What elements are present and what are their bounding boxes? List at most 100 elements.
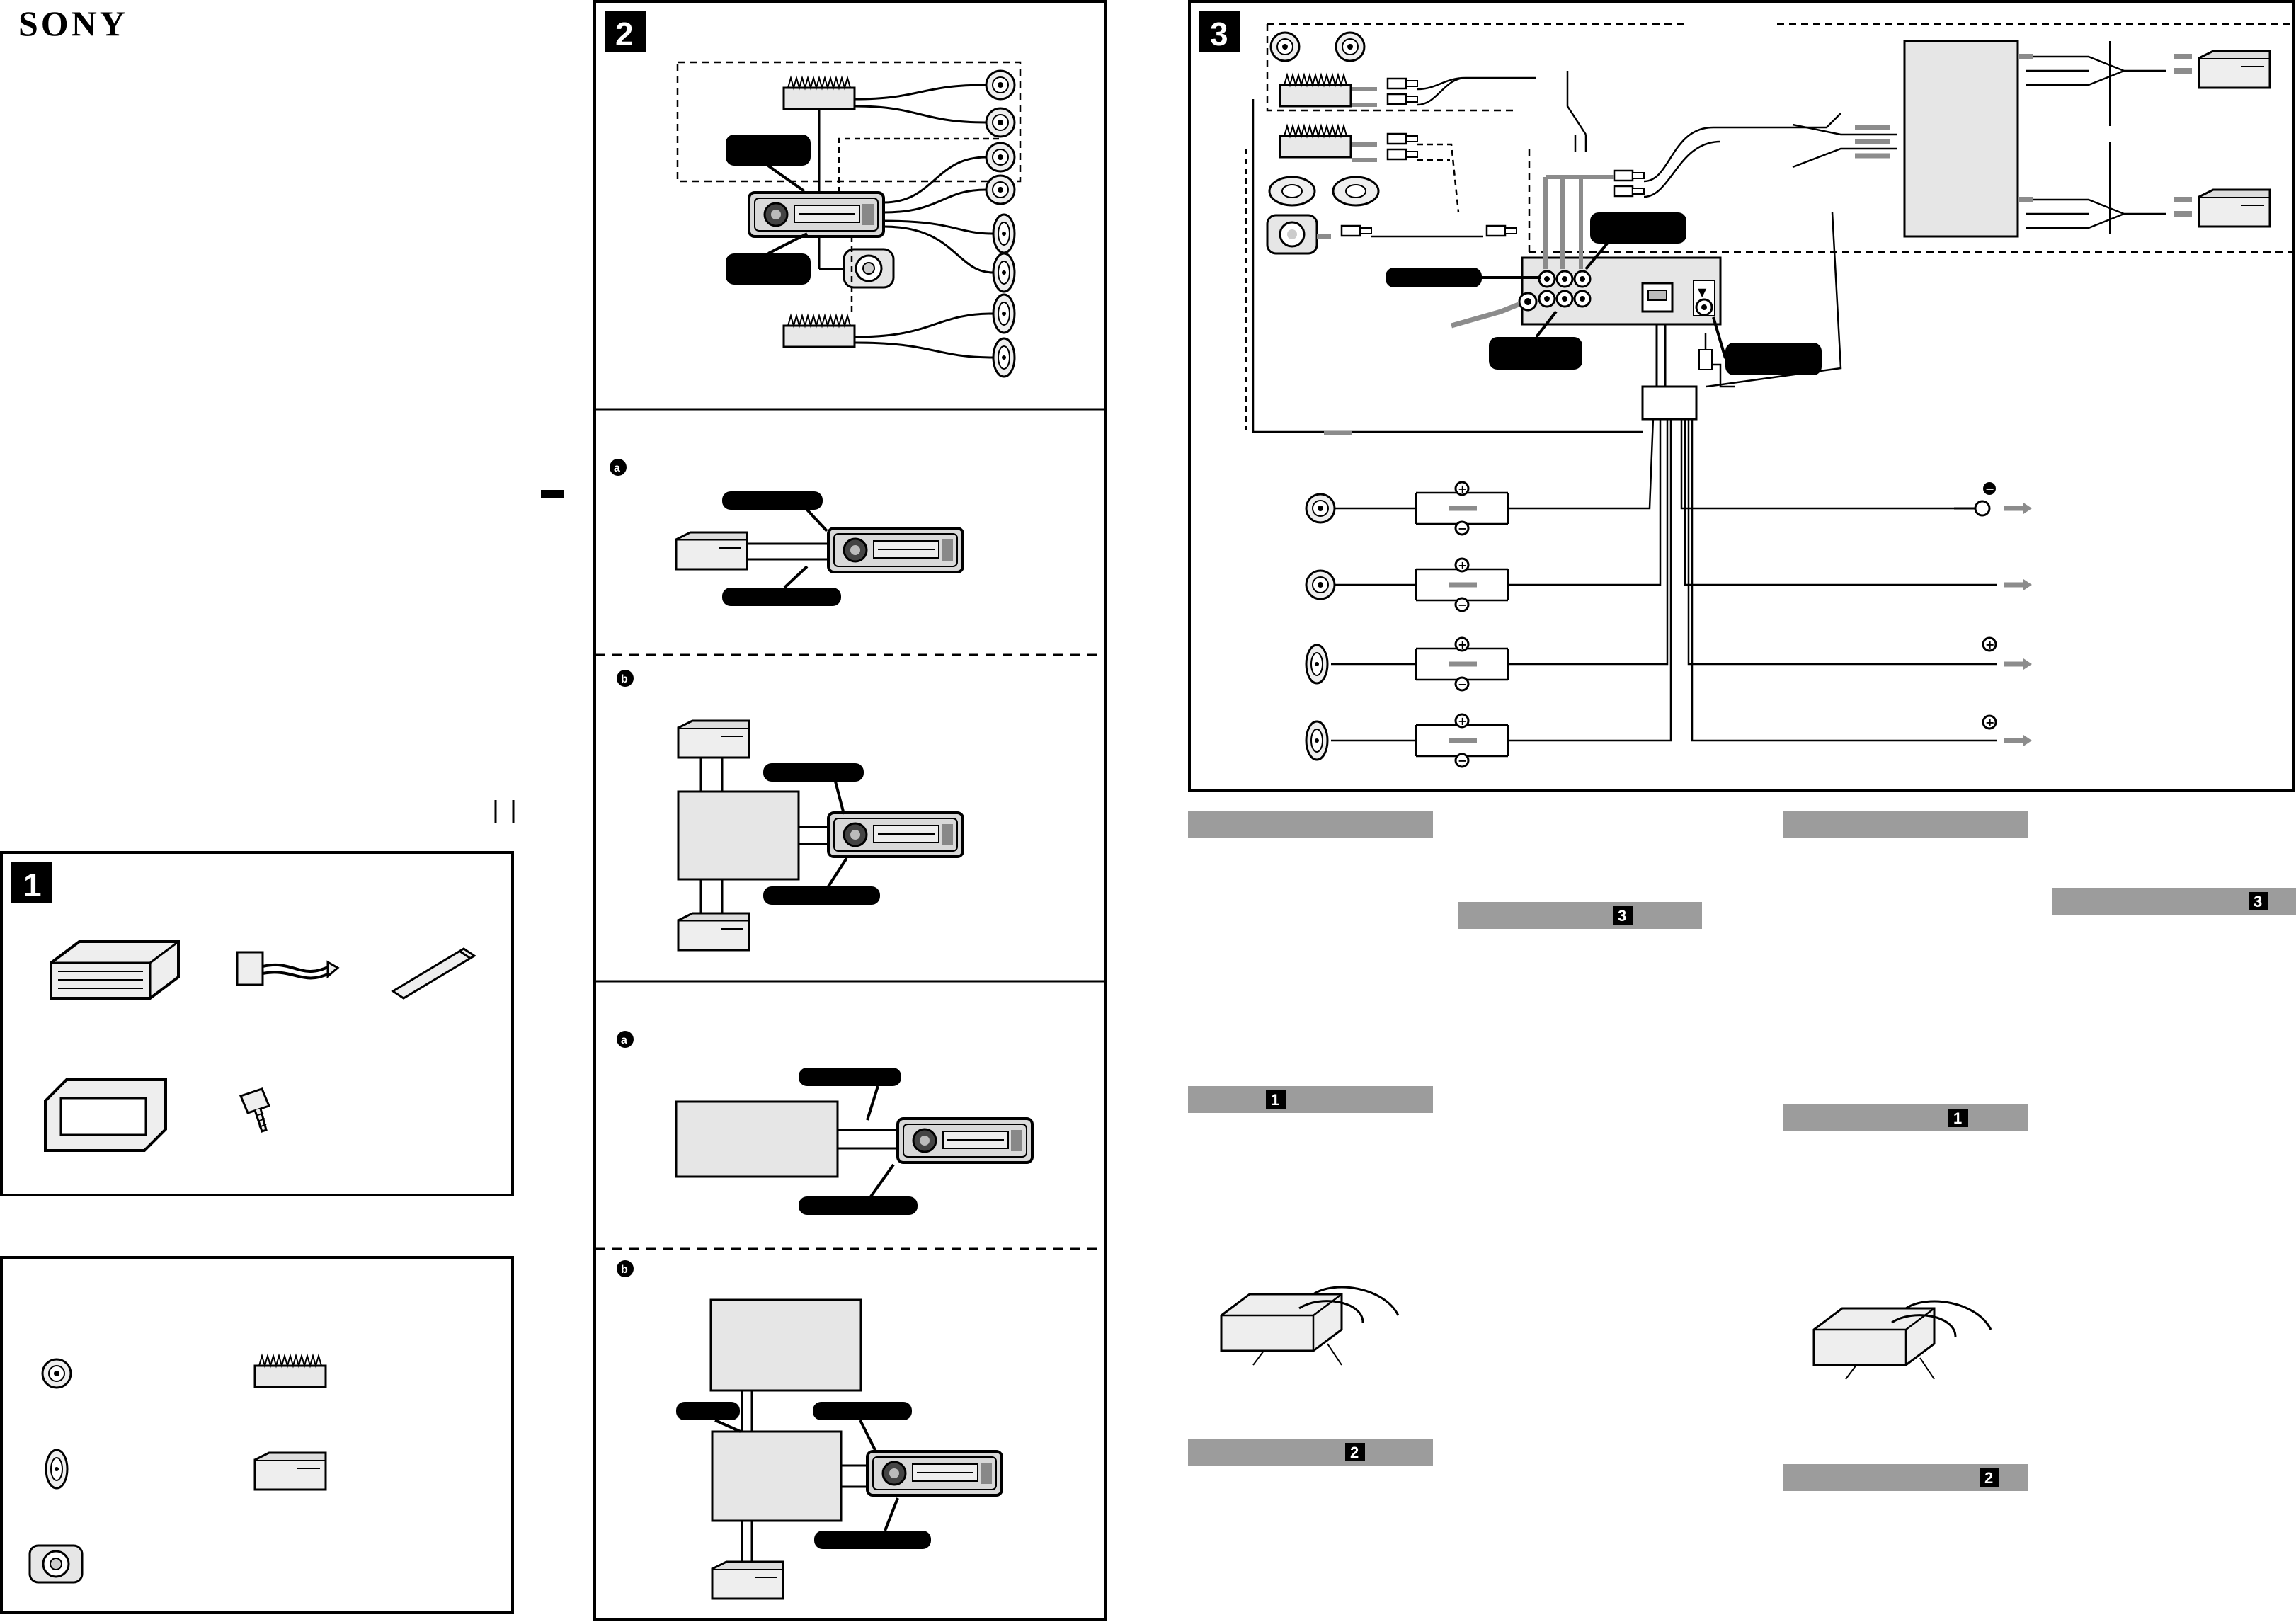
- p3-amp-1-icon: [1279, 74, 1352, 108]
- callout-2b-bottom: [763, 886, 880, 905]
- row4-oval-speaker-icon: [1305, 720, 1329, 761]
- plus-sign-4: +: [1458, 714, 1467, 728]
- callout-3b-left: [676, 1402, 740, 1420]
- legend-amplifier-icon: [253, 1354, 327, 1388]
- p3-tweeter-left-icon: [1268, 176, 1316, 207]
- callout-3b-top: [813, 1402, 912, 1420]
- legend-oval-speaker-icon: [45, 1449, 69, 1490]
- header-bar-col1-b: [1188, 1086, 1433, 1113]
- plus-sign-power-2: +: [1985, 716, 1994, 729]
- head-unit-icon: [748, 191, 885, 238]
- section-badge-5: 1: [1953, 1109, 1962, 1127]
- row2-speaker-icon: [1305, 569, 1336, 600]
- rca-plug-5-icon: [1340, 224, 1373, 237]
- cd-changer-3b-icon: [711, 1560, 784, 1600]
- panel-1-parts: 1: [0, 851, 514, 1196]
- header-bar-col2-a: [1458, 902, 1702, 929]
- component-legend: [0, 1256, 514, 1614]
- sub-out-jack-icon: [1518, 292, 1538, 312]
- p3-speaker-2-icon: [1335, 31, 1366, 62]
- line-out-jack-1-icon: [1538, 270, 1556, 288]
- legend-subwoofer-icon: [28, 1544, 84, 1584]
- subdiagram-2b: b: [617, 670, 964, 952]
- rear-oval-2-icon: [992, 337, 1016, 378]
- minus-sign-1: −: [1458, 522, 1467, 535]
- head-unit-2b-icon: [827, 811, 964, 858]
- section-header-bars: 3 1 2 3 1 2: [1188, 811, 2296, 1491]
- head-unit-rear: [1521, 256, 1722, 326]
- callout-3a-top: [799, 1068, 901, 1086]
- callout-label-1: [726, 135, 811, 166]
- sub-label-3b: b: [621, 1264, 628, 1276]
- line-out-jack-2-icon: [1555, 270, 1574, 288]
- plus-sign-3: +: [1458, 638, 1467, 651]
- mounting-sleeve-icon: [50, 940, 180, 1000]
- p3-callout-left: [1386, 268, 1482, 287]
- screw-icon: [239, 1087, 271, 1133]
- subdiagram-2a: a: [610, 459, 964, 606]
- ground-terminal-icon: [1954, 500, 1991, 517]
- brand-logo: SONY: [18, 4, 128, 43]
- callout-label-2: [726, 253, 811, 285]
- front-amp-icon: [782, 76, 856, 110]
- minus-sign-ground: −: [1985, 482, 1994, 496]
- subdiagram-3b: b: [617, 1260, 1003, 1600]
- cd-changer-2b-top-icon: [677, 719, 750, 759]
- panel-2-column: [593, 0, 1107, 1621]
- sub-label-2b: b: [621, 673, 628, 685]
- speaker-wiring-rows: + − + − + − + − − + +: [1305, 417, 2032, 768]
- section-badge-3: 2: [1350, 1444, 1359, 1461]
- oval-speaker-1-icon: [992, 213, 1016, 254]
- header-bar-col1-c: [1188, 1439, 1433, 1466]
- rca-plug-1-icon: [1386, 77, 1419, 90]
- line-out-jack-5-icon: [1555, 290, 1574, 308]
- p3-speaker-1-icon: [1269, 31, 1301, 62]
- front-speaker-r-icon: [985, 107, 1016, 138]
- rear-speaker-1-icon: [985, 142, 1016, 173]
- rca-plug-3-icon: [1386, 132, 1419, 145]
- callout-3a-bottom: [799, 1196, 918, 1215]
- cd-changer-2a-icon: [675, 531, 748, 571]
- minus-sign-3: −: [1458, 678, 1467, 691]
- front-speaker-l-icon: [985, 69, 1016, 101]
- callout-2a-bottom: [722, 588, 841, 606]
- panel-2-number-badge: [605, 11, 646, 52]
- header-bar-col3-b: [1783, 1104, 2028, 1131]
- rear-oval-1-icon: [992, 293, 1016, 334]
- panel-1-number-badge: [11, 862, 52, 903]
- side-tab-mark: [541, 490, 564, 498]
- callout-2a-top: [722, 491, 823, 510]
- p3-tweeter-right-icon: [1332, 176, 1380, 207]
- p3-amp-2-icon: [1279, 125, 1352, 159]
- harness-connector: [1641, 385, 1698, 421]
- head-unit-3a-icon: [896, 1117, 1034, 1164]
- power-cord-icon: [236, 951, 340, 986]
- oval-speaker-2-icon: [992, 252, 1016, 293]
- head-unit-3b-icon: [866, 1450, 1003, 1497]
- system-diagram: [676, 61, 1022, 378]
- row3-oval-speaker-icon: [1305, 644, 1329, 685]
- minus-sign-2: −: [1458, 598, 1467, 612]
- frame-icon: [44, 1078, 167, 1152]
- header-bar-col1-a: [1188, 811, 1433, 838]
- section-badge-1: 3: [1618, 907, 1626, 925]
- p3-callout-top-right: [1590, 212, 1686, 244]
- antenna-adapter: [1698, 349, 1713, 370]
- legend-cd-changer-icon: [253, 1451, 327, 1491]
- external-processor-box: [1903, 40, 2019, 238]
- subwoofer-icon: [843, 248, 895, 289]
- rca-plug-4-icon: [1386, 148, 1419, 161]
- panel-3-number-badge: [1199, 11, 1240, 52]
- sleeve-removal-illustration-1: [1220, 1286, 1400, 1366]
- panel-3-number: 3: [1210, 16, 1228, 52]
- callout-2b-top: [763, 763, 864, 782]
- line-out-jack-3-icon: [1573, 270, 1592, 288]
- rear-speaker-2-icon: [985, 174, 1016, 205]
- p3-subwoofer-icon: [1266, 214, 1318, 255]
- panel-3-wiring: 3 ▼: [1188, 0, 2295, 792]
- rca-plug-2-icon: [1386, 93, 1419, 105]
- power-connector-icon: [1641, 282, 1674, 313]
- line-out-jack-4-icon: [1538, 290, 1556, 308]
- head-unit-2a-icon: [827, 527, 964, 573]
